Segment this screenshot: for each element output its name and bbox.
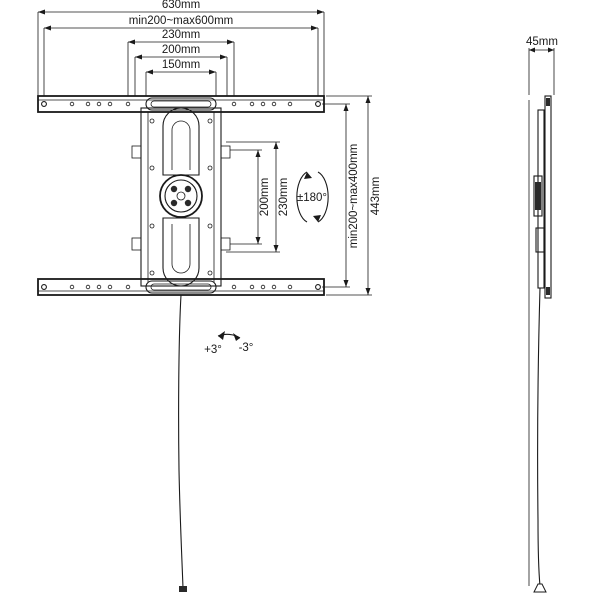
upper-slot xyxy=(162,107,200,176)
vertical-230-label: 230mm xyxy=(278,178,290,216)
dimension-plate-outer: 230mm xyxy=(127,29,235,96)
dimension-depth: 45mm xyxy=(526,36,558,95)
dimension-vertical-span: min200~max400mm xyxy=(322,103,360,288)
swivel-rotation-indicator: ±180° xyxy=(296,171,329,223)
swivel-label: ±180° xyxy=(297,192,327,204)
overall-height-label: 443mm xyxy=(370,177,382,215)
dimension-plate-inner: 150mm xyxy=(145,59,217,96)
dimension-overall-height: 443mm xyxy=(326,95,382,296)
overall-width-label: 630mm xyxy=(162,0,200,11)
vertical-200-label: 200mm xyxy=(259,178,271,216)
rail-span-label: min200~max600mm xyxy=(129,15,234,27)
lower-slot xyxy=(162,217,200,287)
vertical-span-label: min200~max400mm xyxy=(348,144,360,249)
plate-mid-label: 200mm xyxy=(162,44,200,56)
dimension-plate-mid: 200mm xyxy=(134,44,228,96)
dimension-rail-span: min200~max600mm xyxy=(43,15,319,96)
tilt-minus-label: -3° xyxy=(239,342,254,354)
tilt-indicator: +3° -3° xyxy=(204,331,253,356)
plate-inner-label: 150mm xyxy=(162,59,200,71)
dimension-vertical-200: 200mm xyxy=(230,149,271,245)
tilt-plus-label: +3° xyxy=(204,344,222,356)
plate-outer-label: 230mm xyxy=(162,29,200,41)
side-view-bracket xyxy=(528,95,552,593)
bottom-rail xyxy=(37,278,325,296)
center-mounting-plate xyxy=(131,107,231,287)
rotation-hub xyxy=(159,174,203,218)
top-rail xyxy=(37,95,325,113)
dimension-overall-width: 630mm xyxy=(37,0,325,100)
depth-label: 45mm xyxy=(526,36,558,48)
release-cord xyxy=(178,294,187,592)
dimension-vertical-230: 230mm xyxy=(226,141,290,253)
